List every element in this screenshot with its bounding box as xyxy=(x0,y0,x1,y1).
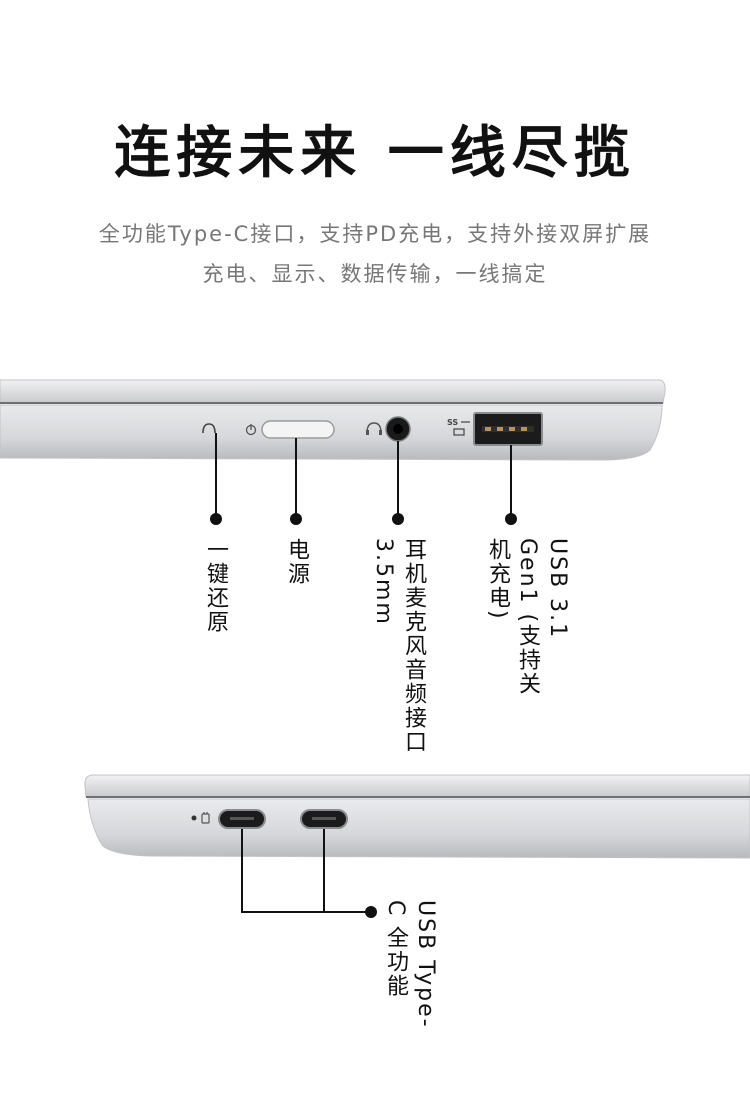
callout-usb xyxy=(505,445,517,525)
svg-text:SS: SS xyxy=(447,418,458,427)
label-reset: 一键还原 xyxy=(203,538,228,634)
power-icon xyxy=(245,424,257,436)
laptop-left-lid xyxy=(84,774,750,798)
power-button[interactable] xyxy=(261,420,335,439)
callout-audio xyxy=(392,441,404,525)
label-audio: 耳机麦克风音频接口 3.5mm xyxy=(371,538,426,754)
laptop-lid xyxy=(0,379,666,404)
callout-power xyxy=(290,438,302,525)
laptop-left-base xyxy=(87,798,750,859)
label-usb: USB 3.1 Gen1 (支持关机充电) xyxy=(485,538,570,697)
subtitle-line-2: 充电、显示、数据传输，一线搞定 xyxy=(202,262,548,286)
headline: 连接未来 一线尽揽 xyxy=(114,121,636,186)
reset-icon xyxy=(202,423,216,434)
callout-typec xyxy=(241,829,377,918)
charging-indicator-icon xyxy=(191,812,210,824)
usb-superspeed-icon: SS xyxy=(447,418,470,436)
label-power: 电源 xyxy=(284,538,309,586)
label-typec: USB Type-C 全功能 xyxy=(383,900,438,1029)
subtitle-line-1: 全功能Type-C接口，支持PD充电，支持外接双屏扩展 xyxy=(98,222,652,246)
headphone-icon xyxy=(366,422,382,435)
callout-reset xyxy=(210,433,222,525)
